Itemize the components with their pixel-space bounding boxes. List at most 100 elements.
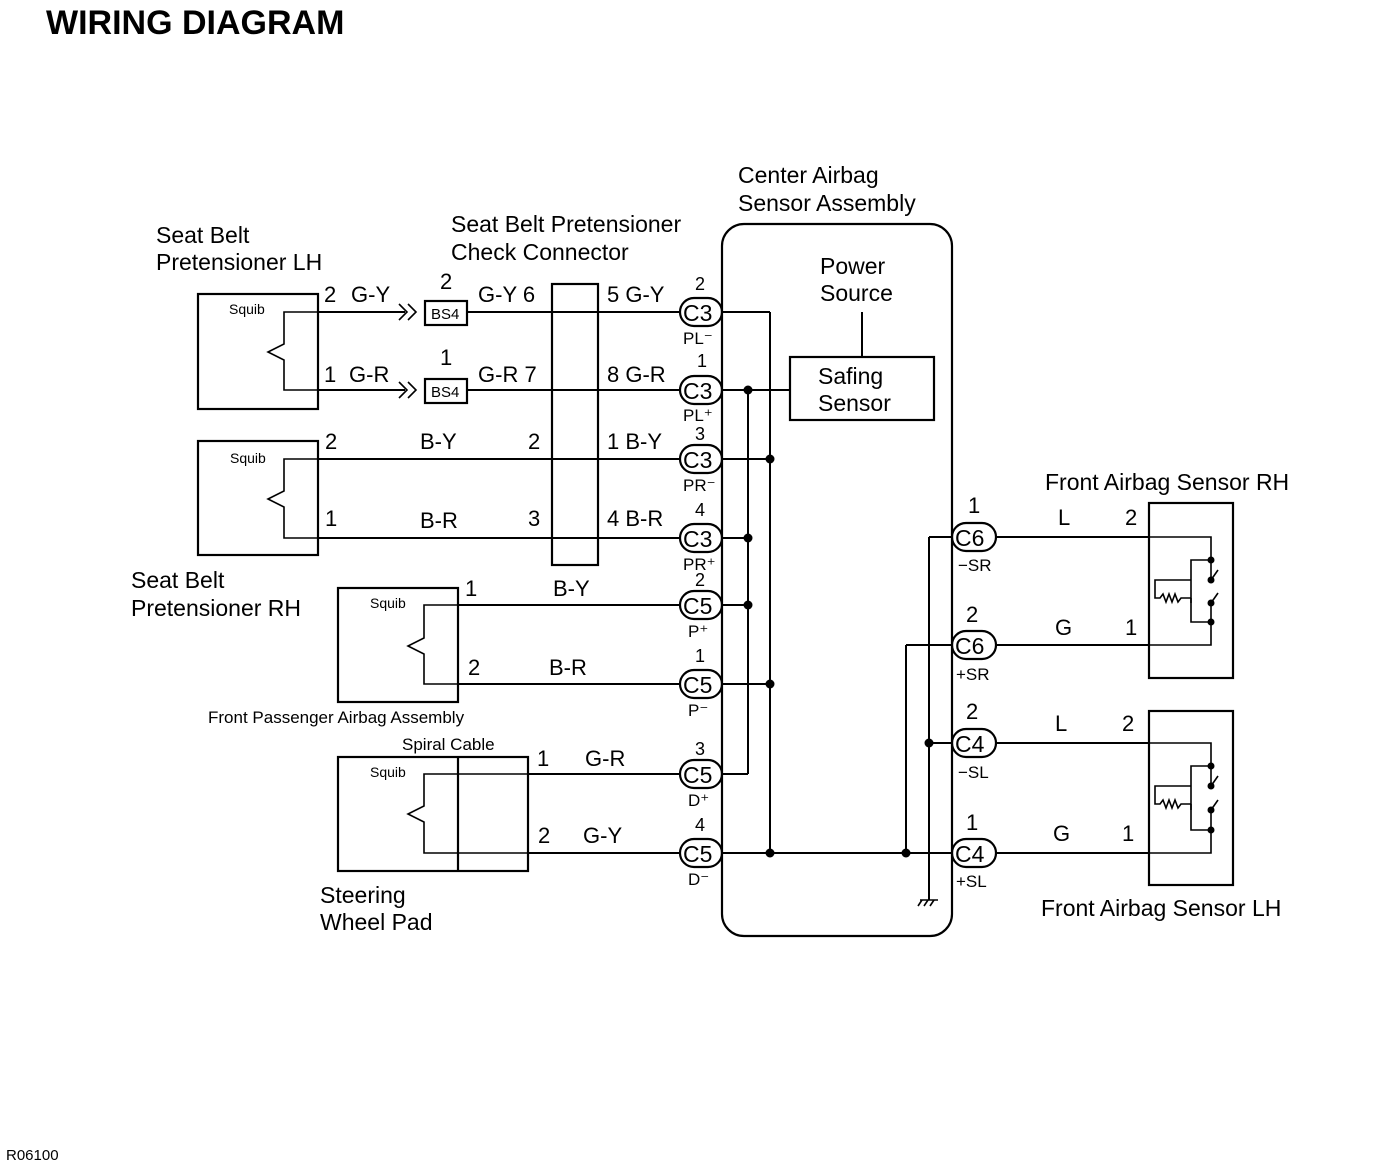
wire4-right: 4 B-R bbox=[607, 506, 663, 531]
svg-text:4: 4 bbox=[695, 815, 705, 835]
svg-text:C3: C3 bbox=[683, 447, 712, 473]
svg-text:+SR: +SR bbox=[956, 665, 990, 684]
front-sensor-rh-circuit bbox=[1149, 536, 1219, 646]
wire1-lh-color: G-Y bbox=[351, 282, 390, 307]
wire4-mid-pin: 3 bbox=[528, 506, 540, 531]
junction-dot bbox=[765, 679, 775, 689]
svg-text:C5: C5 bbox=[683, 841, 712, 867]
front-sensor-rh-box bbox=[1147, 501, 1235, 680]
svg-text:C4: C4 bbox=[955, 731, 985, 757]
wire4-lh-pin: 1 bbox=[325, 506, 337, 531]
svg-text:1: 1 bbox=[968, 493, 980, 518]
connector-arrow-icon bbox=[407, 381, 418, 399]
sb-lh-label-line2: Pretensioner LH bbox=[156, 249, 322, 275]
resistor-icon bbox=[1154, 785, 1191, 811]
wire3-mid-pin: 2 bbox=[528, 429, 540, 454]
fp-airbag-squib-label: Squib bbox=[370, 595, 406, 611]
left-connector-c3-pl-plus: C3 1 PL⁺ bbox=[678, 351, 724, 425]
left-connector-c5-p-plus: C5 2 P⁺ bbox=[678, 570, 724, 641]
left-connector-c3-pl-minus: C3 2 PL⁻ bbox=[678, 274, 724, 348]
svg-text:C5: C5 bbox=[683, 593, 712, 619]
sb-rh-squib-label: Squib bbox=[230, 450, 266, 466]
right-connector-c6-plus-sr: C6 2 +SR bbox=[950, 602, 998, 684]
junction-dot bbox=[924, 738, 934, 748]
svg-text:4: 4 bbox=[695, 500, 705, 520]
fp-airbag-label: Front Passenger Airbag Assembly bbox=[208, 708, 465, 727]
check-connector-label-line2: Check Connector bbox=[451, 239, 629, 265]
svg-text:C6: C6 bbox=[955, 525, 984, 551]
svg-text:C3: C3 bbox=[683, 378, 712, 404]
rh-wire-g-color: G bbox=[1055, 615, 1072, 640]
connector-arrow-icon bbox=[398, 381, 409, 399]
right-connector-c4-minus-sl: C4 2 −SL bbox=[950, 699, 998, 782]
center-sensor-title-line1: Center Airbag bbox=[738, 162, 879, 188]
center-sensor-assembly-box bbox=[720, 222, 954, 938]
wire7-color: G-R bbox=[585, 746, 625, 771]
front-sensor-lh-label: Front Airbag Sensor LH bbox=[1041, 895, 1281, 921]
left-connector-c3-pr-plus: C3 4 PR⁺ bbox=[678, 500, 724, 574]
svg-text:C6: C6 bbox=[955, 633, 984, 659]
steering-pad-box bbox=[336, 755, 530, 873]
right-connector-c6-minus-sr: C6 1 −SR bbox=[950, 493, 998, 575]
wire6-color: B-R bbox=[549, 655, 587, 680]
svg-text:C5: C5 bbox=[683, 762, 712, 788]
steering-label-line2: Wheel Pad bbox=[320, 909, 433, 935]
svg-text:P⁺: P⁺ bbox=[688, 622, 708, 641]
svg-text:2: 2 bbox=[695, 274, 705, 294]
front-sensor-rh-label: Front Airbag Sensor RH bbox=[1045, 469, 1289, 495]
front-sensor-lh-box bbox=[1147, 709, 1235, 887]
svg-text:PR⁺: PR⁺ bbox=[683, 555, 716, 574]
safing-sensor-line1: Safing bbox=[818, 363, 883, 389]
bs4-label: BS4 bbox=[431, 384, 459, 401]
wire5-color: B-Y bbox=[553, 576, 590, 601]
sb-lh-squib-label: Squib bbox=[229, 301, 265, 317]
svg-text:P⁻: P⁻ bbox=[688, 701, 708, 720]
switch-icon bbox=[1210, 592, 1219, 604]
svg-text:D⁻: D⁻ bbox=[688, 870, 709, 889]
svg-text:PR⁻: PR⁻ bbox=[683, 476, 716, 495]
wire6-pin: 2 bbox=[468, 655, 480, 680]
svg-text:PL⁻: PL⁻ bbox=[683, 329, 713, 348]
svg-text:PL⁺: PL⁺ bbox=[683, 406, 713, 425]
lh-wire-l-color: L bbox=[1055, 711, 1067, 736]
switch-icon bbox=[1210, 569, 1219, 581]
junction-dot bbox=[743, 385, 753, 395]
steering-squib-label: Squib bbox=[370, 764, 406, 780]
wire7-pin: 1 bbox=[537, 746, 549, 771]
rh-wire-l-sensor-pin: 2 bbox=[1125, 505, 1137, 530]
junction-dot bbox=[743, 533, 753, 543]
squib-icon bbox=[406, 773, 528, 854]
wire1-mid: G-Y 6 bbox=[478, 282, 535, 307]
switch-icon bbox=[1210, 775, 1219, 787]
wire2-mid: G-R 7 bbox=[478, 362, 537, 387]
wire4-color: B-R bbox=[420, 508, 458, 533]
rh-wire-l-color: L bbox=[1058, 505, 1070, 530]
check-connector-box bbox=[550, 282, 600, 567]
svg-text:3: 3 bbox=[695, 739, 705, 759]
safing-sensor-line2: Sensor bbox=[818, 390, 891, 416]
wire2-bs4-pin: 1 bbox=[440, 345, 452, 370]
sb-rh-label-line2: Pretensioner RH bbox=[131, 595, 301, 621]
svg-text:1: 1 bbox=[695, 646, 705, 666]
svg-text:+SL: +SL bbox=[956, 872, 987, 891]
junction-dot bbox=[901, 848, 911, 858]
left-connector-c5-p-minus: C5 1 P⁻ bbox=[678, 646, 724, 720]
ground-icon bbox=[917, 899, 938, 907]
resistor-icon bbox=[1154, 579, 1191, 605]
svg-text:C4: C4 bbox=[955, 841, 985, 867]
lh-wire-g-sensor-pin: 1 bbox=[1122, 821, 1134, 846]
spiral-cable-label: Spiral Cable bbox=[402, 735, 495, 754]
wire3-lh-pin: 2 bbox=[325, 429, 337, 454]
svg-text:D⁺: D⁺ bbox=[688, 791, 709, 810]
sb-rh-label-line1: Seat Belt bbox=[131, 567, 225, 593]
svg-text:1: 1 bbox=[966, 810, 978, 835]
wire1-bs4-pin: 2 bbox=[440, 269, 452, 294]
sb-rh-squib-box bbox=[196, 439, 320, 557]
wire8-color: G-Y bbox=[583, 823, 622, 848]
svg-text:C5: C5 bbox=[683, 672, 712, 698]
wire3-color: B-Y bbox=[420, 429, 457, 454]
steering-label-line1: Steering bbox=[320, 882, 406, 908]
wire2-right: 8 G-R bbox=[607, 362, 666, 387]
wire3-right: 1 B-Y bbox=[607, 429, 662, 454]
